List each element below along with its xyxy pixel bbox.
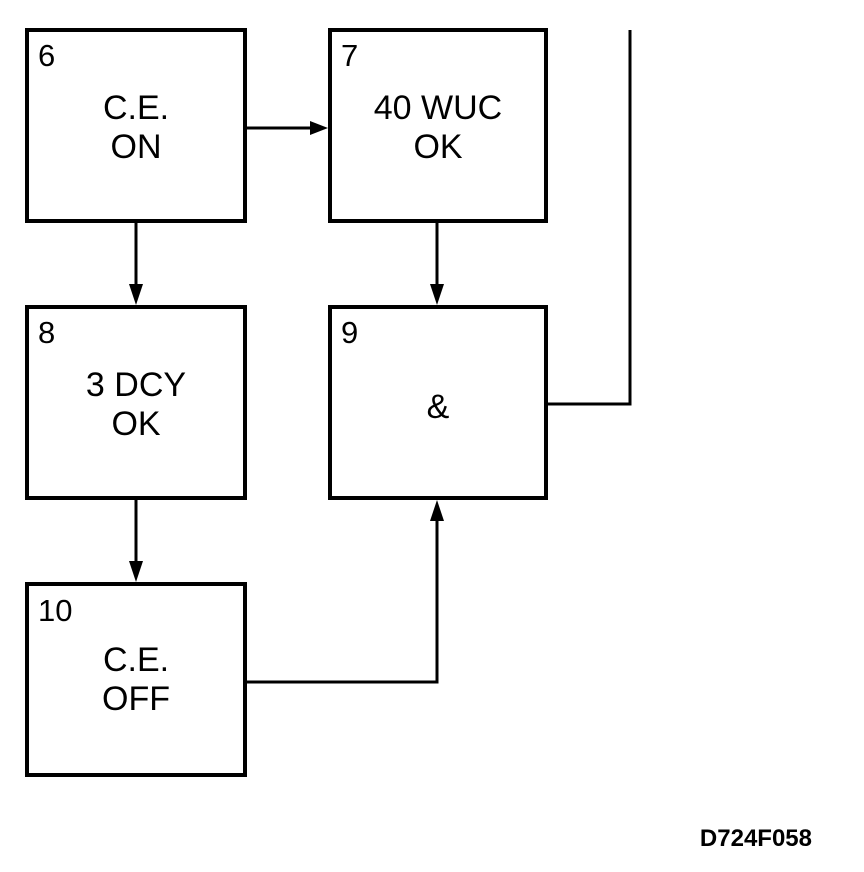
connector-6-to-7 <box>245 121 328 135</box>
box-9: 9 & <box>328 305 548 500</box>
box-8: 8 3 DCY OK <box>25 305 247 500</box>
box-6: 6 C.E. ON <box>25 28 247 223</box>
box-9-label-and: & <box>427 388 450 426</box>
connector-9-to-off-page <box>546 30 632 406</box>
box-7-label-line-1: 40 WUC <box>374 89 502 127</box>
box-10-number: 10 <box>38 593 72 628</box>
box-10-frame <box>25 582 247 777</box>
connector-10-to-9-line <box>245 520 439 684</box>
box-7-frame <box>328 28 548 223</box>
connector-8-to-10 <box>129 498 143 582</box>
arrowhead-right-icon <box>310 121 328 135</box>
connector-9-output-line <box>546 30 632 406</box>
box-8-label-line-1: 3 DCY <box>86 366 186 404</box>
box-10: 10 C.E. OFF <box>25 582 247 777</box>
box-7: 7 40 WUC OK <box>328 28 548 223</box>
connector-7-to-9 <box>430 221 444 305</box>
box-8-frame <box>25 305 247 500</box>
box-10-label-line-1: C.E. <box>103 641 169 679</box>
box-6-frame <box>25 28 247 223</box>
connector-10-to-9 <box>245 500 444 684</box>
box-7-label-line-2: OK <box>413 128 462 166</box>
box-8-number: 8 <box>38 315 55 350</box>
box-7-number: 7 <box>341 38 358 73</box>
box-6-label-line-2: ON <box>111 128 162 166</box>
arrowhead-up-icon <box>430 500 444 521</box>
box-6-label-line-1: C.E. <box>103 89 169 127</box>
box-10-label-line-2: OFF <box>102 680 170 718</box>
arrowhead-down-icon <box>129 284 143 305</box>
figure-id: D724F058 <box>700 825 812 852</box>
arrowhead-down-icon <box>129 561 143 582</box>
box-8-label-line-2: OK <box>111 405 160 443</box>
connector-6-to-8 <box>129 221 143 305</box>
arrowhead-down-icon <box>430 284 444 305</box>
box-6-number: 6 <box>38 38 55 73</box>
box-9-number: 9 <box>341 315 358 350</box>
